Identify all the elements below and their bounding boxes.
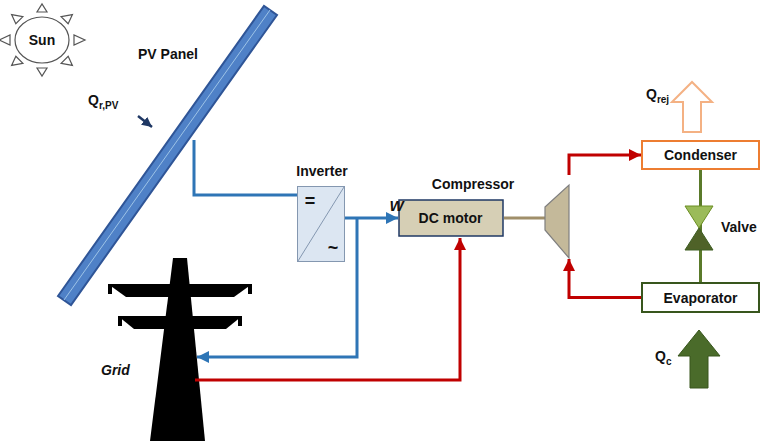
heat-rejection-label: Qrej xyxy=(646,86,669,105)
cooling-load-label: Qc xyxy=(655,348,671,367)
sun-ray xyxy=(61,56,72,65)
node-text: Inverter xyxy=(274,161,370,181)
node-text: ~ xyxy=(322,237,344,259)
sun-rays xyxy=(0,4,85,76)
valve-symbol xyxy=(685,206,713,228)
sun-ray xyxy=(74,35,85,45)
sun-ray xyxy=(12,15,23,24)
sun-ray xyxy=(61,15,72,24)
inverter-box: Inverter=~ xyxy=(297,186,345,262)
grid-tower xyxy=(108,258,252,441)
grid-label: Grid xyxy=(101,362,130,378)
node-text: Sun xyxy=(14,16,70,64)
node-text: Condenser xyxy=(643,142,758,168)
valve-label: Valve xyxy=(721,219,757,235)
pv-wire xyxy=(194,140,297,195)
cooling-load-arrow xyxy=(678,330,720,388)
flow-connector xyxy=(345,217,398,220)
node-text: Evaporator xyxy=(643,284,758,311)
node-text: DC motor xyxy=(398,200,503,236)
heat-rejection-arrow xyxy=(672,82,712,132)
condenser-box: Condenser xyxy=(641,140,760,170)
sun-ellipse xyxy=(15,17,69,63)
panel-label: PV Panel xyxy=(138,46,198,62)
radiation-arrow xyxy=(138,116,152,127)
compressor-unit: Compressor DC motor xyxy=(398,175,572,259)
sun-ray xyxy=(37,4,47,12)
sun-ray xyxy=(37,68,47,76)
motor-box xyxy=(399,200,503,236)
motor-shaft xyxy=(504,217,546,220)
edge-label: W xyxy=(390,197,404,214)
inverter-diagonal xyxy=(298,187,344,261)
pv-panel-stripe xyxy=(64,10,270,300)
compressor-body xyxy=(545,185,569,258)
sun-ray xyxy=(0,35,10,45)
flow-connector xyxy=(569,155,641,175)
flow-connector xyxy=(569,259,641,298)
evaporator-box: Evaporator xyxy=(641,282,760,313)
node-text: = xyxy=(300,190,320,212)
sun-ray xyxy=(12,56,23,65)
valve-symbol xyxy=(685,228,713,250)
node-text: Compressor xyxy=(418,175,528,192)
sun-circle: Sun xyxy=(14,16,70,64)
radiation-label: Qr,PV xyxy=(88,92,118,111)
pv-panel xyxy=(58,6,277,305)
